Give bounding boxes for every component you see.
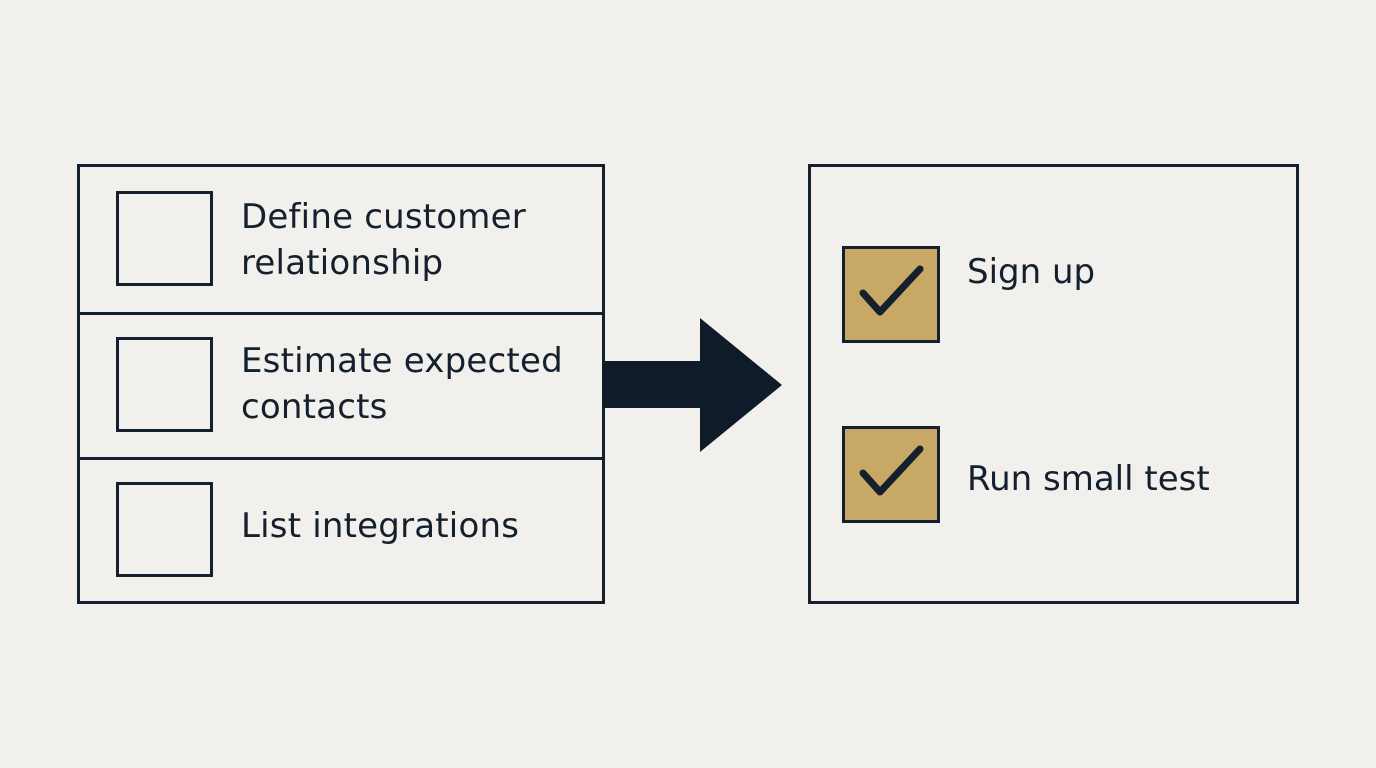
done-item-label: Sign up	[967, 252, 1096, 292]
todo-item-list-integrations: List integrations	[80, 457, 602, 601]
right-arrow-icon	[602, 318, 782, 452]
todo-item-label: Estimate expected contacts	[241, 338, 563, 430]
todo-item-label-line1: Define customer	[241, 197, 526, 237]
empty-checkbox-icon	[116, 482, 213, 577]
todo-item-label-line1: List integrations	[241, 506, 520, 546]
todo-item-label: List integrations	[241, 503, 519, 549]
todo-item-label-line2: relationship	[241, 243, 444, 283]
todo-list-panel: Define customer relationship Estimate ex…	[77, 164, 605, 604]
todo-item-estimate-expected-contacts: Estimate expected contacts	[80, 312, 602, 457]
done-item-label: Run small test	[967, 459, 1210, 499]
done-list-panel: Sign up Run small test	[808, 164, 1299, 604]
todo-item-define-customer-relationship: Define customer relationship	[80, 167, 602, 312]
checkmark-icon	[842, 426, 940, 523]
todo-item-label-line2: contacts	[241, 387, 388, 427]
checkmark-icon	[842, 246, 940, 343]
todo-item-label-line1: Estimate expected	[241, 341, 563, 381]
todo-item-label: Define customer relationship	[241, 194, 526, 286]
empty-checkbox-icon	[116, 337, 213, 432]
empty-checkbox-icon	[116, 191, 213, 286]
